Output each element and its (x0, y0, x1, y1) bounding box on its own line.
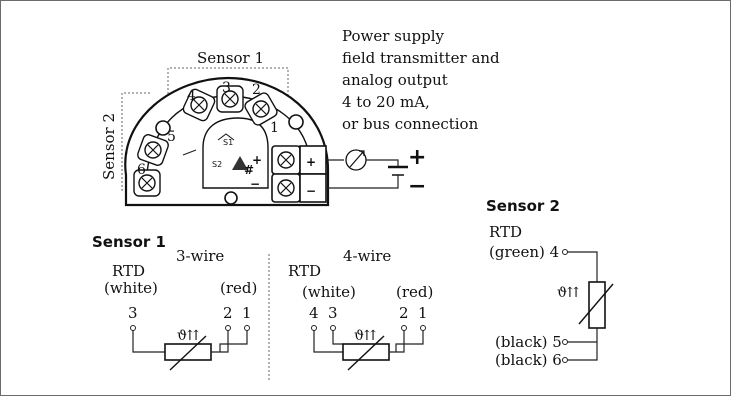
warning-triangle-icon (232, 156, 248, 170)
sensor-wire-bridge (182, 149, 197, 156)
sensor2-lead-bottom (567, 328, 598, 361)
sensor2-heading: Sensor 2 (486, 197, 560, 215)
three-wire-resistor-slash (169, 335, 207, 371)
power-terminal-plus-sign: + (306, 155, 316, 169)
power-supply-wiring: + − Power supply field transmitter and a… (326, 27, 500, 199)
mount-hole-left (155, 120, 171, 136)
terminal-number-1: 1 (270, 120, 279, 136)
terminal-number-6: 6 (137, 162, 146, 178)
terminal-screw-3 (182, 88, 216, 122)
module-plus: + (252, 153, 262, 167)
three-wire-pin-2: 2 (223, 304, 233, 322)
four-wire-white: (white) (302, 283, 356, 301)
four-wire-resistor-slash (347, 335, 385, 371)
mount-hole-right (288, 114, 304, 130)
ammeter-arrow (359, 150, 365, 156)
power-label-line-3: analog output (342, 71, 448, 89)
four-wire-lead-4 (313, 330, 343, 353)
terminal-screw-4 (137, 134, 169, 166)
power-label-line-4: 4 to 20 mA, (342, 93, 430, 111)
sensor1-section: Sensor 1 3-wire RTD (white) (red) 3 2 1 … (92, 233, 433, 380)
terminal-screw-2 (216, 85, 244, 113)
three-wire-resistor (164, 343, 212, 361)
sensor2-black-6: (black) 6 (495, 351, 562, 369)
sensor1-bracket (167, 67, 289, 98)
power-label-line-5: or bus connection (342, 115, 479, 133)
three-wire-red: (red) (220, 279, 257, 297)
four-wire-resistor (342, 343, 390, 361)
sensor2-section: Sensor 2 RTD (green) 4 (black) 5 (black)… (486, 197, 614, 369)
module-minus: − (250, 177, 260, 191)
terminal-screws: + − (133, 85, 327, 203)
ammeter-needle (349, 151, 364, 168)
four-wire-pin-2: 2 (399, 304, 409, 322)
power-plus-sign: + (408, 145, 426, 170)
sensor2-rtd: RTD (489, 223, 522, 241)
four-wire-red: (red) (396, 283, 433, 301)
four-wire-pin-4: 4 (309, 304, 319, 322)
power-terminal-minus (271, 173, 327, 203)
electronics-module (202, 117, 269, 189)
four-wire-resistor-symbol: ϑ⇈ (354, 328, 376, 344)
four-wire-lead-3 (332, 330, 343, 345)
sensor2-bracket-label: Sensor 2 (100, 113, 118, 180)
four-wire-lead-2 (389, 330, 405, 353)
sensor2-green: (green) 4 (489, 243, 559, 261)
sensor1-three-wire: 3-wire RTD (white) (red) 3 2 1 ϑ⇈ (104, 247, 257, 371)
terminal-number-4: 4 (187, 88, 196, 104)
three-wire-title: 3-wire (176, 247, 224, 265)
three-wire-pin-3: 3 (128, 304, 138, 322)
terminal-number-5: 5 (167, 129, 176, 145)
four-wire-pin-1: 1 (418, 304, 428, 322)
terminal-number-2: 2 (252, 82, 261, 98)
sensor2-resistor-slash (578, 283, 614, 325)
sensor2-lead-top (567, 251, 598, 282)
three-wire-pin-1: 1 (242, 304, 252, 322)
three-wire-rtd: RTD (112, 262, 145, 280)
terminal-number-3: 3 (222, 80, 231, 96)
three-wire-resistor-symbol: ϑ⇈ (177, 328, 199, 344)
switch-s1-label: S1 (223, 138, 233, 147)
power-label-line-2: field transmitter and (342, 49, 500, 67)
three-wire-white: (white) (104, 279, 158, 297)
three-wire-lead-right-1 (219, 330, 248, 352)
sensor1-four-wire: 4-wire RTD (white) (red) 4 3 2 1 ϑ⇈ (288, 247, 433, 371)
wire-battery-to-minus (326, 175, 399, 189)
terminal-screw-5 (133, 169, 161, 197)
three-wire-lead-left (132, 330, 165, 353)
three-wire-lead-right-2 (211, 330, 229, 353)
transmitter-head: Sensor 1 Sensor 2 S1 S2 # + − (100, 49, 330, 207)
switch-s1-icon (217, 133, 235, 141)
sensor1-heading: Sensor 1 (92, 233, 166, 251)
power-terminal-minus-sign: − (306, 184, 316, 198)
wire-meter-to-battery (366, 159, 399, 166)
power-minus-sign: − (408, 174, 426, 199)
four-wire-pin-3: 3 (328, 304, 338, 322)
sensor1-bracket-label: Sensor 1 (197, 49, 264, 67)
power-label-line-1: Power supply (342, 27, 445, 45)
sensor2-bracket (121, 92, 150, 191)
power-terminal-plus (271, 145, 327, 175)
sensor2-resistor (588, 281, 606, 329)
terminal-screw-1 (244, 92, 278, 126)
hash-label: # (244, 163, 254, 177)
four-wire-lead-1 (395, 330, 424, 352)
four-wire-title: 4-wire (343, 247, 391, 265)
mount-hole-bottom (224, 191, 238, 205)
sensor2-black-5: (black) 5 (495, 333, 562, 351)
sensor2-resistor-symbol: ϑ⇈ (557, 285, 579, 301)
four-wire-rtd: RTD (288, 262, 321, 280)
switch-s2-label: S2 (212, 160, 222, 169)
